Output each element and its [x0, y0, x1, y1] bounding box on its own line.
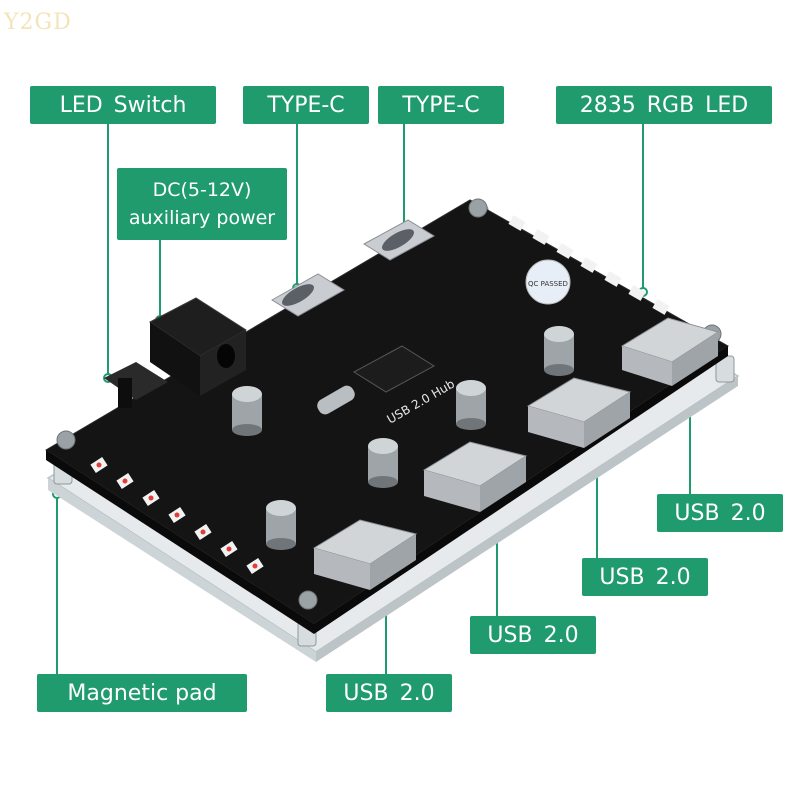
callout-usb-3: USB 2.0 — [470, 616, 596, 654]
usb-a-port-1 — [620, 317, 720, 386]
usb-a-port-3 — [422, 441, 528, 512]
led-switch — [104, 362, 168, 408]
callout-usb-2: USB 2.0 — [582, 558, 708, 596]
watermark-text: Y2GD — [4, 10, 72, 35]
callout-usb-4-label: USB 2.0 — [343, 680, 435, 706]
type-c-port-2 — [363, 219, 435, 261]
callout-rgb-led-label: 2835 RGB LED — [579, 92, 749, 118]
electrolytic-capacitors — [232, 326, 574, 550]
rgb-leds-front-edge — [90, 456, 264, 575]
callout-dc-power: DC(5-12V) auxiliary power — [117, 168, 287, 240]
callout-type-c-2-label: TYPE-C — [402, 92, 480, 118]
rgb-leds-back-edge — [508, 215, 670, 315]
callout-led-switch: LED Switch — [30, 86, 216, 124]
callout-led-switch-label: LED Switch — [59, 92, 187, 118]
callout-usb-1: USB 2.0 — [657, 494, 783, 532]
usb-a-port-4 — [312, 519, 418, 590]
crystal-oscillator — [317, 385, 355, 415]
type-c-port-1 — [271, 273, 345, 317]
usb-a-port-2 — [526, 377, 632, 448]
callout-dc-power-line1: DC(5-12V) — [152, 179, 252, 201]
callout-usb-2-label: USB 2.0 — [599, 564, 691, 590]
callout-dc-power-line2: auxiliary power — [128, 207, 276, 229]
callout-usb-1-label: USB 2.0 — [674, 500, 766, 526]
dc-jack — [149, 297, 247, 396]
callout-type-c-1-label: TYPE-C — [267, 92, 345, 118]
callout-type-c-2: TYPE-C — [378, 86, 504, 124]
callout-rgb-led: 2835 RGB LED — [556, 86, 772, 124]
callout-type-c-1: TYPE-C — [243, 86, 369, 124]
callout-magnetic-pad: Magnetic pad — [37, 674, 247, 712]
qc-passed-badge: QC PASSED — [525, 259, 571, 305]
callout-usb-3-label: USB 2.0 — [487, 622, 579, 648]
qc-badge-text: QC PASSED — [528, 280, 568, 288]
hub-controller-chip — [353, 345, 435, 393]
callout-usb-4: USB 2.0 — [326, 674, 452, 712]
callout-magnetic-pad-label: Magnetic pad — [67, 680, 217, 706]
